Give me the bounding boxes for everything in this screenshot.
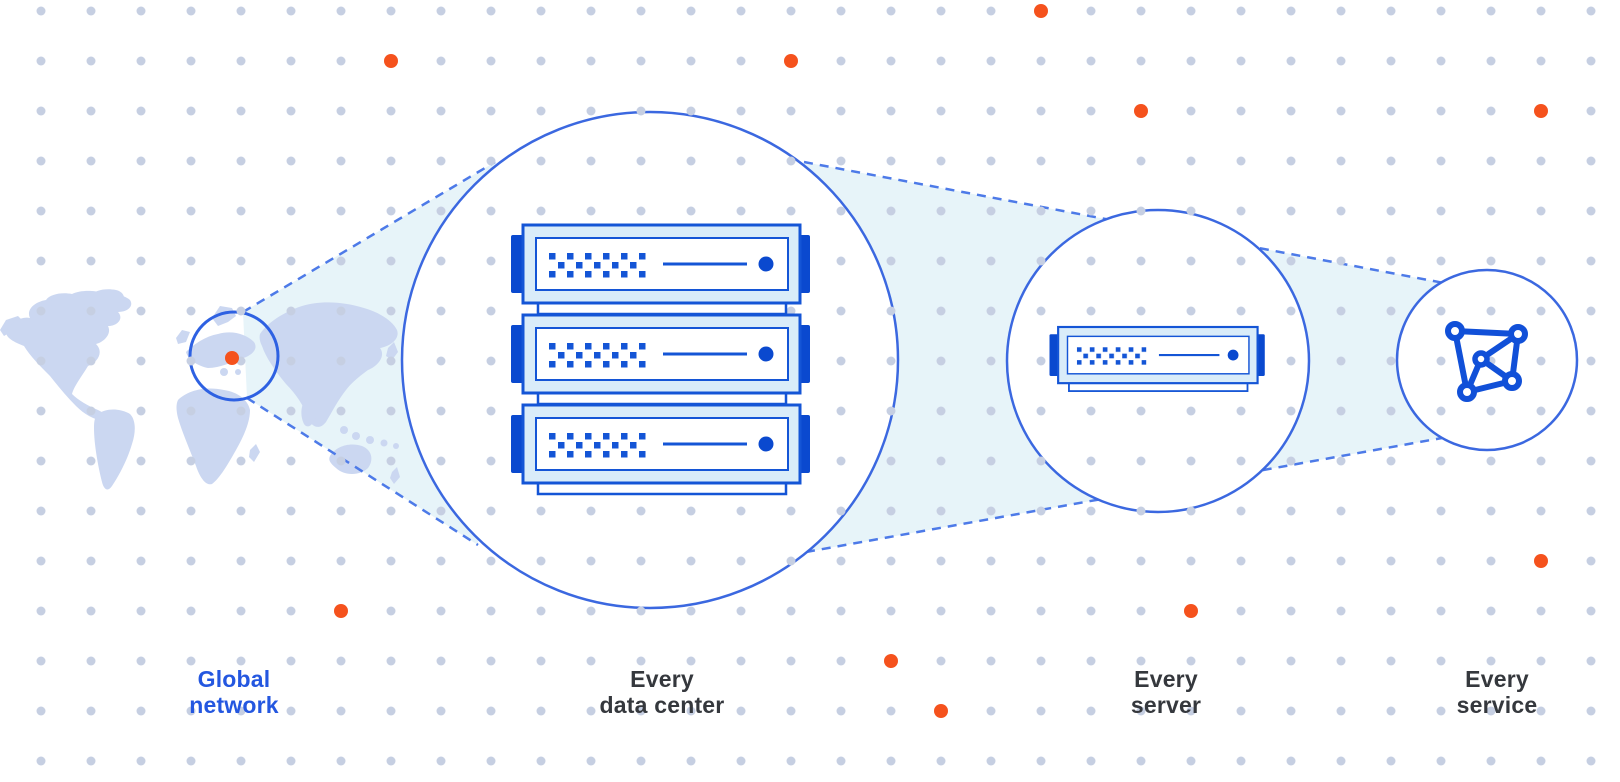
server-rack-unit-1 [509,223,812,316]
stage-label-line: Every [630,666,694,692]
stage-label-line: Every [1465,666,1529,692]
accent-dot [884,654,898,668]
accent-dot [1184,604,1198,618]
mesh-network-icon [1445,321,1528,402]
mesh-network-node [1457,382,1477,402]
mesh-network-center-node [1472,350,1490,368]
stage-label-line: network [189,692,279,718]
accent-dot [1034,4,1048,18]
accent-dot [334,604,348,618]
server-rack-stack-icon [509,223,812,496]
single-server-icon [1048,325,1266,393]
accent-dot [1534,554,1548,568]
mesh-network-node [1508,324,1528,344]
mesh-network-node [1502,371,1522,391]
location-marker-icon [225,351,239,365]
accent-dot [1534,104,1548,118]
server-rack-unit-2 [509,313,812,406]
accent-dot [784,54,798,68]
stage-label-line: data center [599,692,725,718]
accent-dot [1134,104,1148,118]
accent-dot [384,54,398,68]
stage-label-line: service [1456,692,1538,718]
stage-label-line: server [1130,692,1202,718]
accent-dots [334,4,1548,718]
accent-dot [934,704,948,718]
stage-label-line: Every [1134,666,1198,692]
stage-label-line: Global [197,666,271,692]
mesh-network-node [1445,321,1465,341]
server-rack-unit-3 [509,403,812,496]
